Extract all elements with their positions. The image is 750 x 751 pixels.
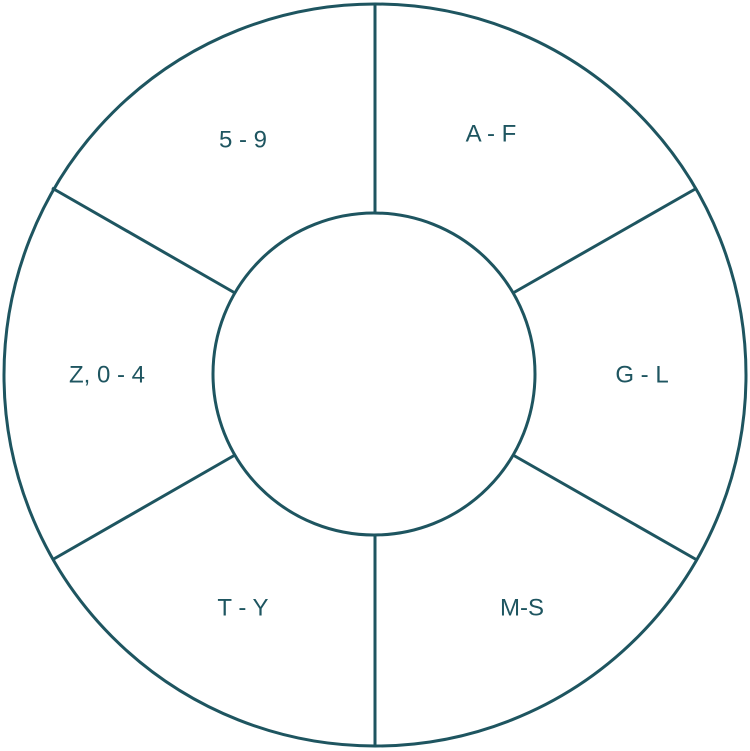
divider-lower-left (51, 453, 236, 562)
segment-label-t-y: T - Y (217, 595, 268, 622)
segment-label-g-l: G - L (615, 362, 668, 389)
divider-upper-right (512, 186, 698, 295)
segment-label-m-s: M-S (500, 595, 544, 622)
segment-label-5-9: 5 - 9 (219, 127, 267, 154)
segment-label-z-0-4: Z, 0 - 4 (69, 362, 145, 389)
inner-circle (211, 211, 537, 537)
divider-upper-left (51, 186, 236, 295)
segment-label-a-f: A - F (466, 121, 517, 148)
divider-lower-right (512, 453, 698, 562)
